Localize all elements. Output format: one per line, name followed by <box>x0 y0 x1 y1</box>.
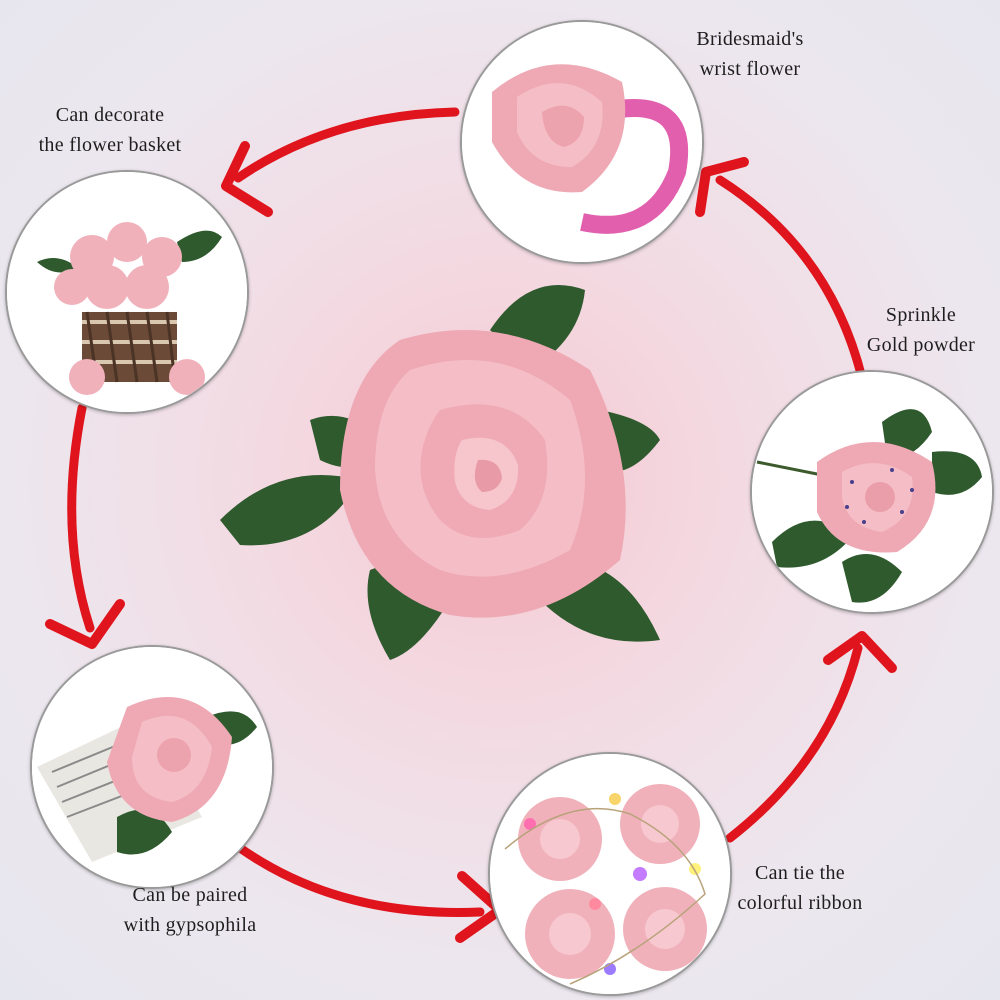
arrow-gold-to-wrist <box>715 175 867 383</box>
arrowhead-4 <box>823 631 897 673</box>
rose-icon <box>340 330 626 618</box>
arrow-wrist-to-basket <box>233 107 460 183</box>
rose-icon <box>492 64 626 193</box>
arrowhead-2 <box>45 599 125 649</box>
caption-gold-powder: Sprinkle Gold powder <box>866 304 976 356</box>
caption-flower-basket: Can decorate the flower basket <box>38 104 182 156</box>
gypsophila-photo <box>30 645 274 889</box>
arrow-basket-to-gypsophila <box>67 403 95 633</box>
gold-powder-photo <box>750 370 994 614</box>
wrist-flower-photo <box>460 20 704 264</box>
arrowhead-5 <box>695 157 749 217</box>
flower-basket-photo <box>5 170 249 414</box>
rose-icon <box>54 222 205 395</box>
caption-colorful-ribbon: Can tie the colorful ribbon <box>737 862 863 914</box>
caption-gypsophila: Can be paired with gypsophila <box>123 884 257 936</box>
arrowhead-1 <box>221 141 273 217</box>
glitter-icon <box>845 468 914 524</box>
center-rose-image <box>200 270 680 670</box>
arrow-ribbon-to-gold <box>725 643 863 843</box>
caption-wrist-flower: Bridesmaid's wrist flower <box>696 28 804 80</box>
colorful-ribbon-photo <box>488 752 732 996</box>
rose-icon <box>107 697 232 822</box>
arrow-gypsophila-to-ribbon <box>235 843 485 917</box>
leaf-icon <box>37 230 222 273</box>
rose-icon <box>817 442 936 553</box>
